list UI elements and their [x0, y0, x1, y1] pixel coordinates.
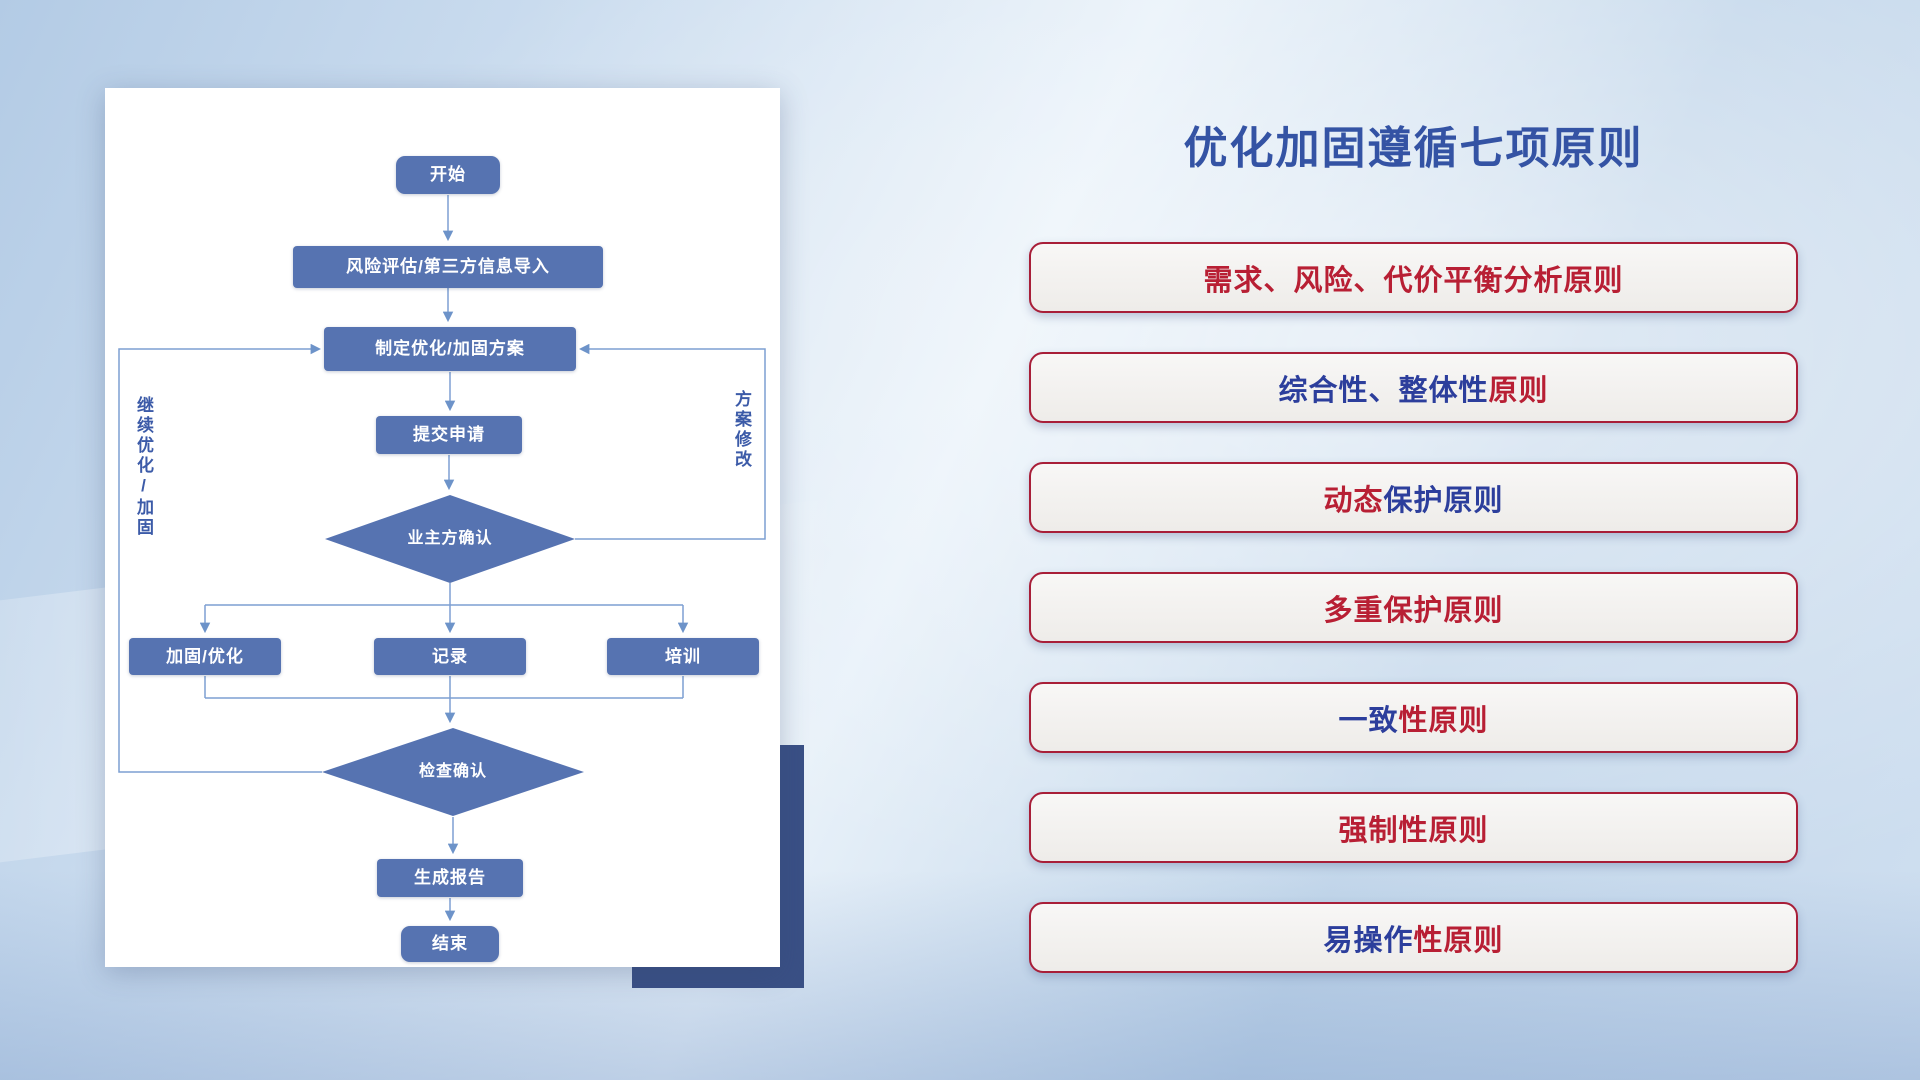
principle-pill-3: 动态保护原则: [1029, 462, 1798, 533]
principles-list: 需求、风险、代价平衡分析原则 综合性、整体性原则 动态保护原则 多重保护原则 一…: [1029, 242, 1798, 973]
principle-pill-1: 需求、风险、代价平衡分析原则: [1029, 242, 1798, 313]
left-loop-label: 继续优化/加固: [134, 396, 153, 538]
principle-text: 性原则: [1398, 704, 1489, 737]
node-risk-import: 风险评估/第三方信息导入: [293, 246, 603, 288]
principles-panel: 优化加固遵循七项原则 需求、风险、代价平衡分析原则 综合性、整体性原则 动态保护…: [1029, 0, 1798, 1080]
principle-text: 保护原则: [1383, 484, 1504, 517]
principle-pill-4: 多重保护原则: [1029, 572, 1798, 643]
principle-pill-7: 易操作性原则: [1029, 902, 1798, 973]
principle-text: 多重保护原则: [1323, 594, 1504, 627]
principle-pill-5: 一致性原则: [1029, 682, 1798, 753]
node-generate-report: 生成报告: [377, 859, 523, 897]
principle-text: 易操作: [1323, 924, 1414, 957]
principle-text: 强制性原则: [1338, 814, 1489, 847]
principle-text: 动态: [1323, 484, 1384, 517]
principle-text: 一致: [1338, 704, 1399, 737]
principle-text: 性原则: [1413, 924, 1504, 957]
flowchart-card: 开始 风险评估/第三方信息导入 制定优化/加固方案 提交申请 业主方确认 加固/…: [105, 88, 780, 967]
principle-pill-2: 综合性、整体性原则: [1029, 352, 1798, 423]
flowchart-connectors: [118, 195, 766, 922]
node-harden-optimize: 加固/优化: [129, 638, 281, 675]
node-start: 开始: [396, 156, 500, 194]
node-submit-request: 提交申请: [376, 416, 522, 454]
node-record: 记录: [374, 638, 526, 675]
node-end: 结束: [401, 926, 499, 962]
principle-text: 原则: [1488, 374, 1549, 407]
principle-text: 综合性、整体性: [1278, 374, 1489, 407]
principle-text: 需求、风险、代价平衡分析原则: [1203, 264, 1624, 297]
right-loop-label: 方案修改: [732, 390, 751, 470]
node-training: 培训: [607, 638, 759, 675]
panel-title: 优化加固遵循七项原则: [1183, 124, 1644, 173]
node-make-plan: 制定优化/加固方案: [324, 327, 576, 371]
principle-pill-6: 强制性原则: [1029, 792, 1798, 863]
